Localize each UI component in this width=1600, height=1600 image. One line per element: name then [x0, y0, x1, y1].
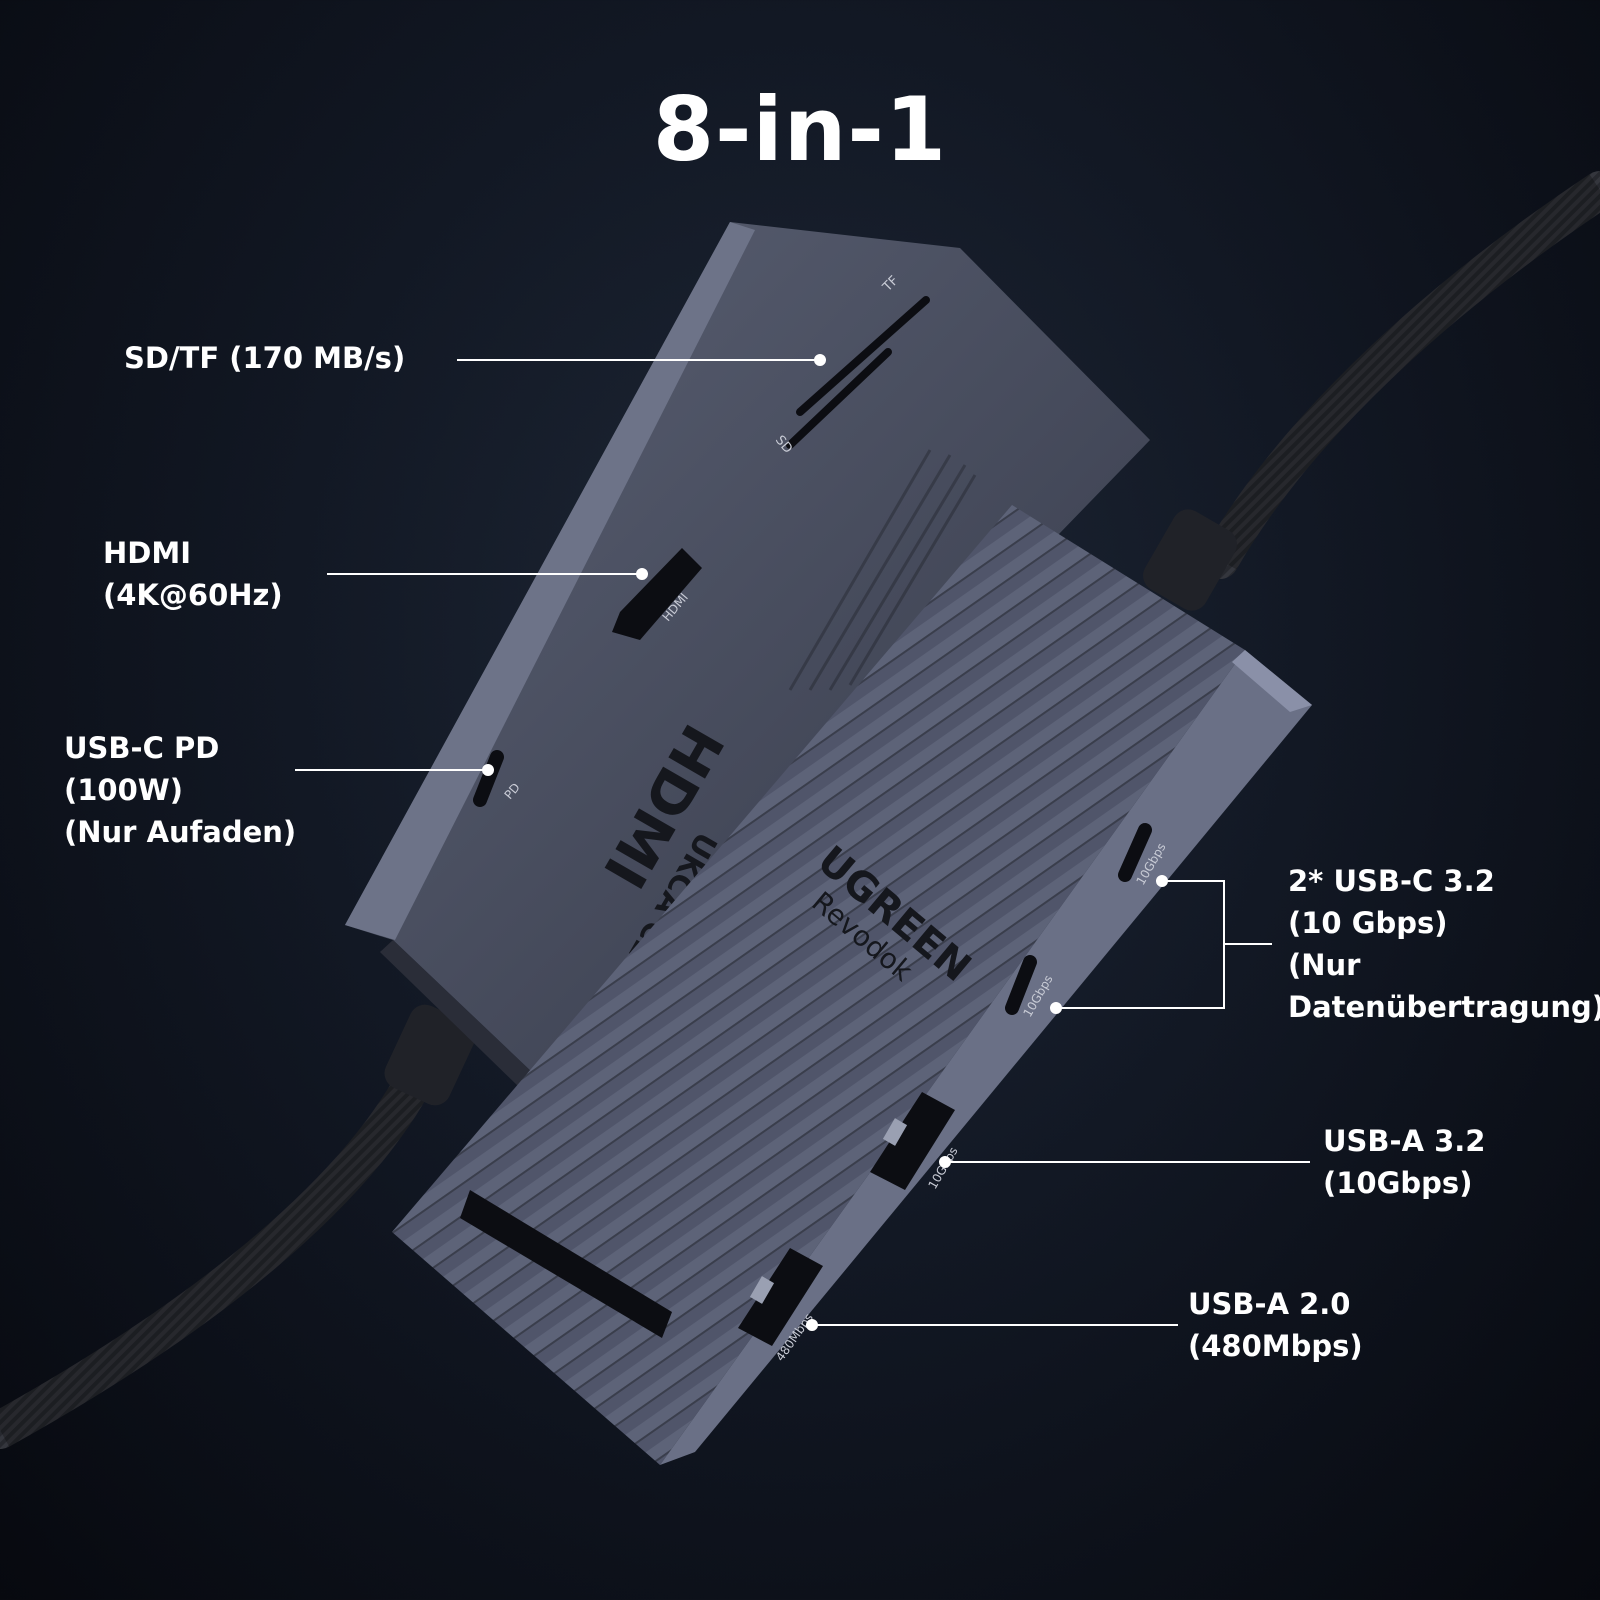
usba20-dot [806, 1319, 818, 1331]
hub-upper: TF SD HDMI PD HDMI UKCA CE FC [345, 222, 1150, 1088]
callout-usbc-pd-line-3: (Nur Aufaden) [64, 815, 297, 849]
usba32-dot [939, 1156, 951, 1168]
callout-sdtf: SD/TF (170 MB/s) [124, 337, 405, 379]
callout-usbc32-line-4: Datenübertragung) [1288, 990, 1600, 1024]
callout-usbc32-line-2: (10 Gbps) [1288, 906, 1448, 940]
callout-hdmi-line-1: HDMI [103, 536, 191, 570]
usbc32-dot-1 [1156, 875, 1168, 887]
callout-usbc-pd: USB-C PD (100W) (Nur Aufaden) [64, 727, 296, 853]
callout-usbc-pd-line-2: (100W) [64, 773, 184, 807]
cable-bottom-connector [384, 1004, 476, 1106]
callout-usba32-line-2: (10Gbps) [1323, 1166, 1473, 1200]
callout-usba20-line-2: (480Mbps) [1188, 1329, 1363, 1363]
callout-hdmi-line-2: (4K@60Hz) [103, 578, 283, 612]
hub-lower: UGREEN Revodok 10Gbps 10Gbps 10Gbps 480M… [392, 505, 1312, 1465]
stand-slot [460, 1190, 672, 1338]
callout-usbc32-line-1: 2* USB-C 3.2 [1288, 864, 1495, 898]
callout-usbc-pd-line-1: USB-C PD [64, 731, 220, 765]
callout-lines [295, 354, 1310, 1331]
usbc32-dot-2 [1050, 1002, 1062, 1014]
fine-print [788, 449, 977, 691]
cable-top-connector [1143, 509, 1237, 611]
hdmi-dot [636, 568, 648, 580]
usbc-pd-dot [482, 764, 494, 776]
page-title: 8-in-1 [652, 78, 948, 181]
callout-usba32: USB-A 3.2 (10Gbps) [1323, 1120, 1486, 1204]
cable-bottom [0, 1004, 476, 1449]
callout-hdmi: HDMI (4K@60Hz) [103, 532, 283, 616]
cable-top [1143, 171, 1600, 611]
callout-usba32-line-1: USB-A 3.2 [1323, 1124, 1486, 1158]
callout-sdtf-line: SD/TF (170 MB/s) [124, 341, 406, 375]
callout-usbc32-line-3: (Nur [1288, 948, 1361, 982]
callout-usbc32: 2* USB-C 3.2 (10 Gbps) (Nur Datenübertra… [1288, 860, 1600, 1028]
callout-usba20: USB-A 2.0 (480Mbps) [1188, 1283, 1363, 1367]
callout-usba20-line-1: USB-A 2.0 [1188, 1287, 1351, 1321]
sdtf-dot [814, 354, 826, 366]
